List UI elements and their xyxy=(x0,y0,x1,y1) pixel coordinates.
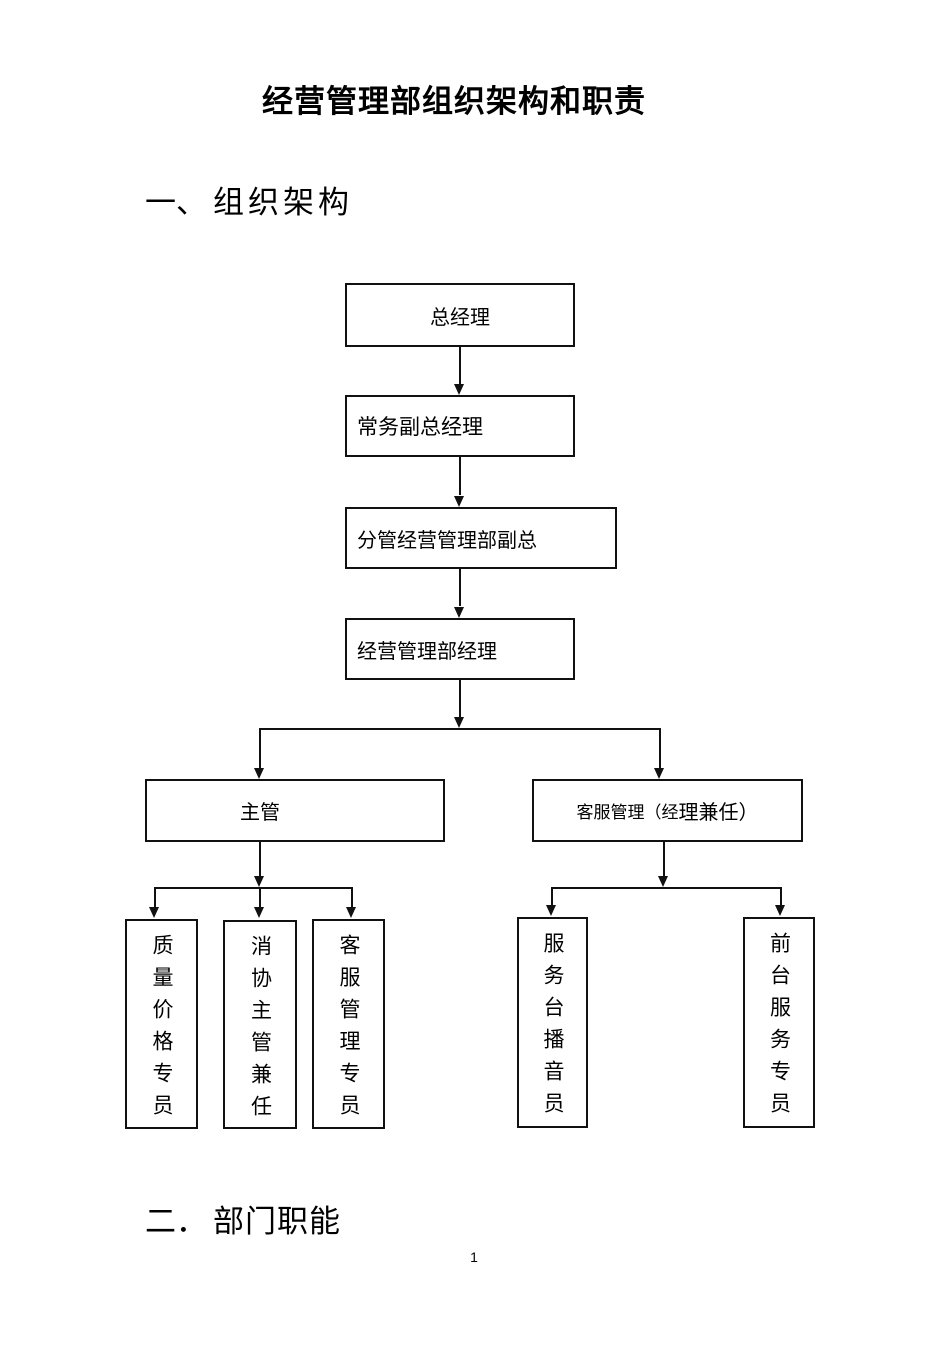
connector-cs-stem xyxy=(663,842,665,877)
arrowhead-icon xyxy=(775,905,785,916)
connector-branch2-horizontal xyxy=(154,887,353,889)
node-label: 客服管理专员 xyxy=(337,934,361,1126)
node-label: 主管 xyxy=(240,802,280,824)
arrowhead-icon xyxy=(254,907,264,918)
node-supervisor: 主管 xyxy=(145,779,445,842)
node-label-part1: 客服管理（经 xyxy=(576,803,679,822)
page-number: 1 xyxy=(470,1249,478,1265)
connector-to-cs-specialist xyxy=(351,889,353,907)
arrowhead-icon xyxy=(454,496,464,507)
arrowhead-icon xyxy=(254,768,264,779)
arrowhead-icon xyxy=(346,907,356,918)
connector-branch3-horizontal xyxy=(551,887,782,889)
node-label: 消协主管兼任 xyxy=(248,935,273,1127)
connector-to-supervisor xyxy=(259,730,261,768)
connector-to-consumer-assoc xyxy=(259,889,261,907)
arrowhead-icon xyxy=(149,907,159,918)
section-label: 部门职能 xyxy=(213,1204,341,1239)
arrowhead-icon xyxy=(546,905,556,916)
section-heading-organization: 一、组织架构 xyxy=(145,177,353,222)
connector-branch1-horizontal xyxy=(259,728,661,730)
node-general-manager: 总经理 xyxy=(345,283,575,347)
node-label: 分管经营管理部副总 xyxy=(357,529,537,552)
node-label: 前台服务专员 xyxy=(767,932,792,1124)
node-label: 质量价格专员 xyxy=(150,934,174,1126)
section-numeral: 二． xyxy=(145,1204,207,1239)
arrowhead-icon xyxy=(254,876,264,887)
arrowhead-icon xyxy=(454,384,464,395)
node-service-desk-announcer: 服务台播音员 xyxy=(517,917,588,1128)
arrowhead-icon xyxy=(658,876,668,887)
node-label: 常务副总经理 xyxy=(357,415,483,439)
node-dept-manager: 经营管理部经理 xyxy=(345,618,575,680)
connector-manager-branch-stem xyxy=(459,680,461,718)
node-front-desk-specialist: 前台服务专员 xyxy=(743,917,815,1128)
connector-gm-to-deputy xyxy=(459,347,461,384)
connector-to-cs-mgmt xyxy=(659,730,661,768)
document-title: 经营管理部组织架构和职责 xyxy=(262,84,646,119)
connector-supervisor-stem xyxy=(259,842,261,877)
node-customer-service-mgmt: 客服管理（经理兼任） xyxy=(532,779,803,842)
node-label-part2: 理兼任） xyxy=(678,802,759,824)
node-executive-deputy-gm: 常务副总经理 xyxy=(345,395,575,457)
node-label: 总经理 xyxy=(430,306,490,329)
node-cs-mgmt-specialist: 客服管理专员 xyxy=(312,919,385,1129)
connector-to-service-desk xyxy=(551,889,553,905)
section-numeral: 一、 xyxy=(145,185,207,220)
node-label: 服务台播音员 xyxy=(541,932,565,1124)
connector-vp-to-manager xyxy=(459,569,461,606)
connector-to-front-desk xyxy=(780,889,782,905)
arrowhead-icon xyxy=(454,607,464,618)
node-vp-in-charge: 分管经营管理部副总 xyxy=(345,507,617,569)
node-quality-price-specialist: 质量价格专员 xyxy=(125,919,198,1129)
section-label: 组织架构 xyxy=(213,185,353,220)
arrowhead-icon xyxy=(654,768,664,779)
arrowhead-icon xyxy=(454,717,464,728)
section-heading-functions: 二．部门职能 xyxy=(145,1196,341,1241)
connector-deputy-to-vp xyxy=(459,457,461,495)
node-consumer-assoc-supervisor: 消协主管兼任 xyxy=(223,920,297,1129)
connector-to-quality-price xyxy=(154,889,156,907)
node-label: 经营管理部经理 xyxy=(357,640,497,663)
